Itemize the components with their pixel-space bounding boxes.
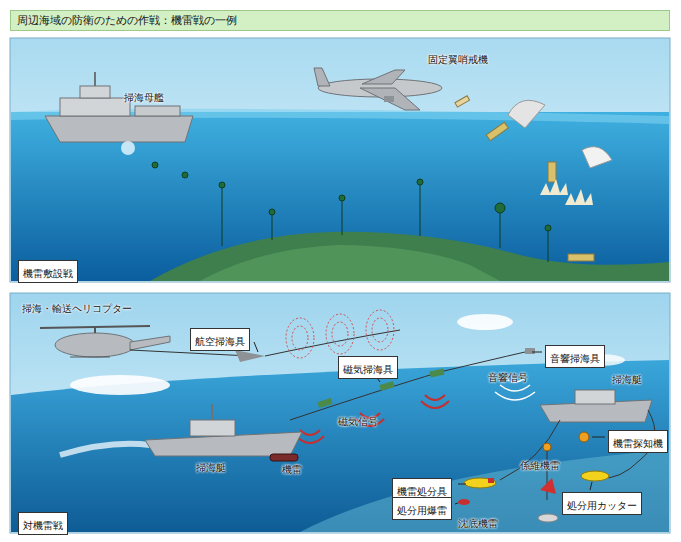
helicopter — [40, 326, 170, 357]
box-text: 磁気掃海具 — [343, 364, 393, 375]
top-panel — [10, 38, 670, 282]
laid-mines — [152, 162, 551, 262]
title-text: 周辺海域の防衛のための作戦：機雷戦の一例 — [11, 11, 669, 30]
box-text: 機雷探知機 — [613, 438, 663, 449]
air-sweep-signal — [286, 310, 394, 358]
patrol-aircraft — [314, 68, 442, 110]
part-label: 音響信号 — [488, 372, 528, 384]
minelayer-ship — [45, 72, 193, 155]
leader-lines — [254, 342, 605, 504]
part-label: 機雷 — [282, 464, 302, 476]
box-text: 音響掃海具 — [550, 353, 600, 364]
label-box: 機雷敷設戦 — [18, 260, 78, 283]
part-label: 沈底機雷 — [458, 518, 498, 530]
label-box: 航空掃海具 — [190, 328, 250, 351]
title-band: 周辺海域の防衛のための作戦：機雷戦の一例 — [10, 10, 670, 31]
label-box: 対機雷戦 — [18, 512, 68, 535]
label-box: 処分用カッター — [562, 492, 642, 515]
part-label: 磁気信号 — [338, 416, 378, 428]
magnetic-signal — [296, 395, 449, 443]
part-label: 掃海艇 — [612, 374, 642, 386]
box-text: 機雷処分具 — [397, 486, 447, 497]
label-box: 磁気掃海具 — [338, 356, 398, 379]
label-box: 音響掃海具 — [545, 345, 605, 368]
label-box: 処分用爆雷 — [392, 497, 452, 520]
box-text: 処分用爆雷 — [397, 505, 447, 516]
box-text: 機雷敷設戦 — [23, 268, 73, 279]
box-text: 処分用カッター — [567, 500, 637, 511]
box-text: 航空掃海具 — [195, 336, 245, 347]
part-label: 係維機雷 — [520, 460, 560, 472]
label-box: 機雷探知機 — [608, 430, 668, 453]
air-dropped-mines — [455, 96, 612, 261]
part-label: 掃海・輸送ヘリコプター — [22, 303, 132, 315]
sweeper-left — [60, 404, 302, 456]
part-label: 掃海艇 — [196, 462, 226, 474]
box-text: 対機雷戦 — [23, 520, 63, 531]
bottom-panel — [10, 293, 670, 533]
part-label: 固定翼哨戒機 — [428, 54, 488, 66]
part-label: 掃海母艦 — [124, 92, 164, 104]
seabed-mine-left — [270, 454, 298, 461]
